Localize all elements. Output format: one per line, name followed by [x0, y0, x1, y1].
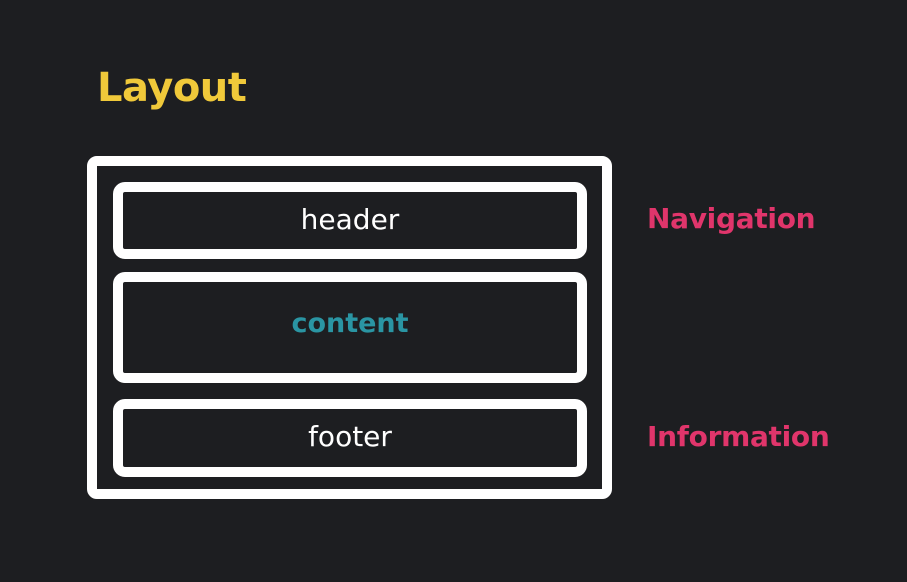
- header-box: header: [113, 182, 587, 259]
- header-label: header: [300, 202, 400, 236]
- footer-label: footer: [308, 420, 392, 453]
- content-label: content: [291, 308, 409, 339]
- layout-outer-frame: [87, 156, 612, 499]
- information-annotation: Information: [647, 420, 830, 453]
- footer-box: footer: [113, 399, 587, 477]
- content-box: content: [113, 272, 587, 383]
- navigation-annotation: Navigation: [647, 202, 816, 235]
- diagram-title: Layout: [97, 65, 247, 111]
